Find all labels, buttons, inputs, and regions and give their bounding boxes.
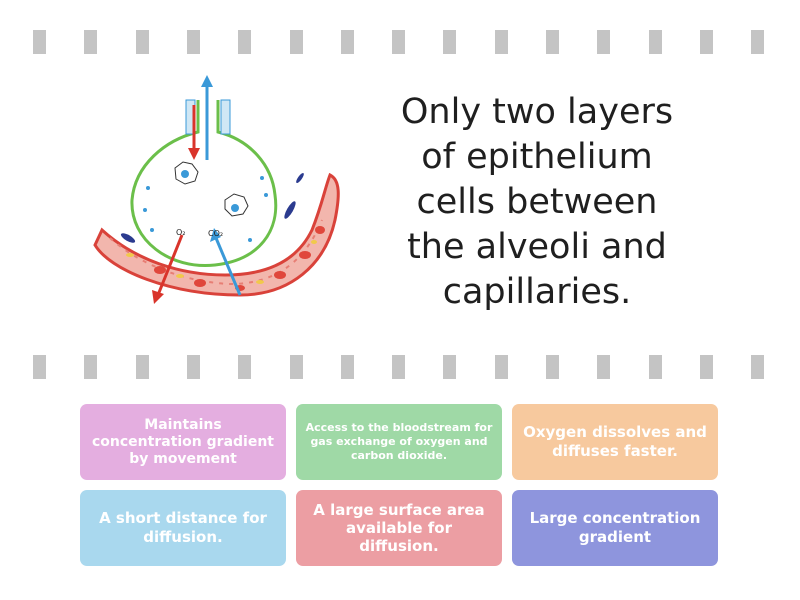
strip-square <box>443 30 457 54</box>
strip-square <box>33 355 46 379</box>
strip-square <box>238 355 252 379</box>
prompt-line: the alveoli and <box>407 227 667 267</box>
answer-tile-6[interactable]: Large concentration gradient <box>512 490 718 566</box>
answer-tile-2[interactable]: Access to the bloodstream for gas exchan… <box>296 404 502 480</box>
strip-square <box>340 355 354 379</box>
alveolus-capillary-illustration: O₂ CO₂ <box>93 75 340 304</box>
divider-strip-middle <box>0 355 800 379</box>
prompt-line: Only two layers <box>400 92 674 132</box>
prompt-line: of epithelium <box>421 137 653 177</box>
strip-square <box>289 355 303 379</box>
prompt-line: capillaries. <box>442 272 632 312</box>
prompt-line: cells between <box>416 182 658 222</box>
strip-square <box>135 30 149 54</box>
strip-square <box>699 30 713 54</box>
strip-square <box>494 355 508 379</box>
answer-label: A large surface area available for diffu… <box>313 501 485 555</box>
answer-label: Access to the bloodstream for gas exchan… <box>305 421 493 462</box>
strip-square <box>443 355 457 379</box>
strip-square <box>135 355 149 379</box>
strip-square <box>751 355 765 379</box>
strip-square <box>494 30 508 54</box>
answer-label: Oxygen dissolves and diffuses faster. <box>523 423 707 460</box>
strip-square <box>392 30 406 54</box>
answer-tile-5[interactable]: A large surface area available for diffu… <box>296 490 502 566</box>
strip-square <box>289 30 303 54</box>
divider-strip-top <box>0 30 800 54</box>
answer-tile-1[interactable]: Maintains concentration gradient by move… <box>80 404 286 480</box>
strip-square <box>546 30 559 54</box>
answer-tile-4[interactable]: A short distance for diffusion. <box>80 490 286 566</box>
strip-square <box>238 30 252 54</box>
answer-label: Large concentration gradient <box>529 509 701 546</box>
strip-square <box>751 30 765 54</box>
strip-square <box>597 30 611 54</box>
question-prompt: Only two layers of epithelium cells betw… <box>372 90 702 315</box>
strip-square <box>648 30 662 54</box>
strip-square <box>33 30 46 54</box>
strip-square <box>186 30 200 54</box>
answer-label: A short distance for diffusion. <box>99 509 267 546</box>
strip-square <box>597 355 611 379</box>
alveolus-diagram: O₂ CO₂ <box>90 70 350 320</box>
strip-square <box>340 30 354 54</box>
co2-label: CO₂ <box>208 229 223 238</box>
strip-square <box>546 355 559 379</box>
o2-label: O₂ <box>176 228 186 237</box>
strip-square <box>648 355 662 379</box>
strip-square <box>186 355 200 379</box>
answer-tile-3[interactable]: Oxygen dissolves and diffuses faster. <box>512 404 718 480</box>
strip-square <box>699 355 713 379</box>
answer-tiles: Maintains concentration gradient by move… <box>80 404 720 568</box>
strip-square <box>84 30 98 54</box>
strip-square <box>84 355 98 379</box>
capillary <box>93 172 340 297</box>
strip-square <box>392 355 406 379</box>
answer-label: Maintains concentration gradient by move… <box>92 416 274 467</box>
alveolus <box>130 100 278 268</box>
